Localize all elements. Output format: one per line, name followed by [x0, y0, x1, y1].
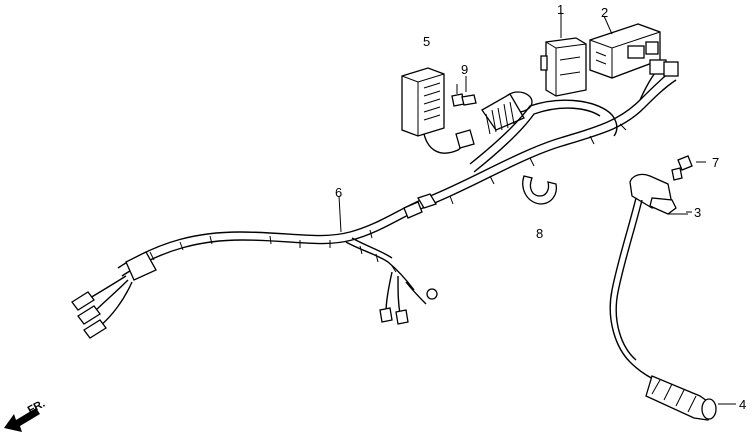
- part-9-bolt: [451, 76, 477, 107]
- part-3-switch: [609, 173, 688, 383]
- part-6-main-harness: [71, 59, 679, 339]
- callout-8: 8: [536, 226, 543, 241]
- front-direction-indicator: FR.: [4, 398, 47, 432]
- callout-9: 9: [461, 62, 468, 77]
- part-1-cdi-unit: [540, 14, 587, 97]
- part-7-screw: [671, 155, 706, 181]
- part-2-control-unit: [589, 15, 661, 79]
- callout-leaders: [456, 84, 692, 213]
- part-5-rectifier: [401, 67, 475, 154]
- callout-1: 1: [557, 2, 564, 17]
- callout-2: 2: [601, 5, 608, 20]
- callout-numbers: 1 2 5 9 7 6 3 8 4: [335, 2, 746, 412]
- direction-label: FR.: [26, 398, 47, 417]
- callout-6: 6: [335, 185, 342, 200]
- callout-5: 5: [423, 34, 430, 49]
- callout-4: 4: [739, 397, 746, 412]
- front-arrow-icon: [4, 408, 40, 432]
- part-8-clamp: [522, 175, 558, 205]
- callout-3: 3: [694, 205, 701, 220]
- callout-7: 7: [712, 155, 719, 170]
- multi-pin-connector: [481, 91, 533, 135]
- part-4-grip: [645, 375, 736, 421]
